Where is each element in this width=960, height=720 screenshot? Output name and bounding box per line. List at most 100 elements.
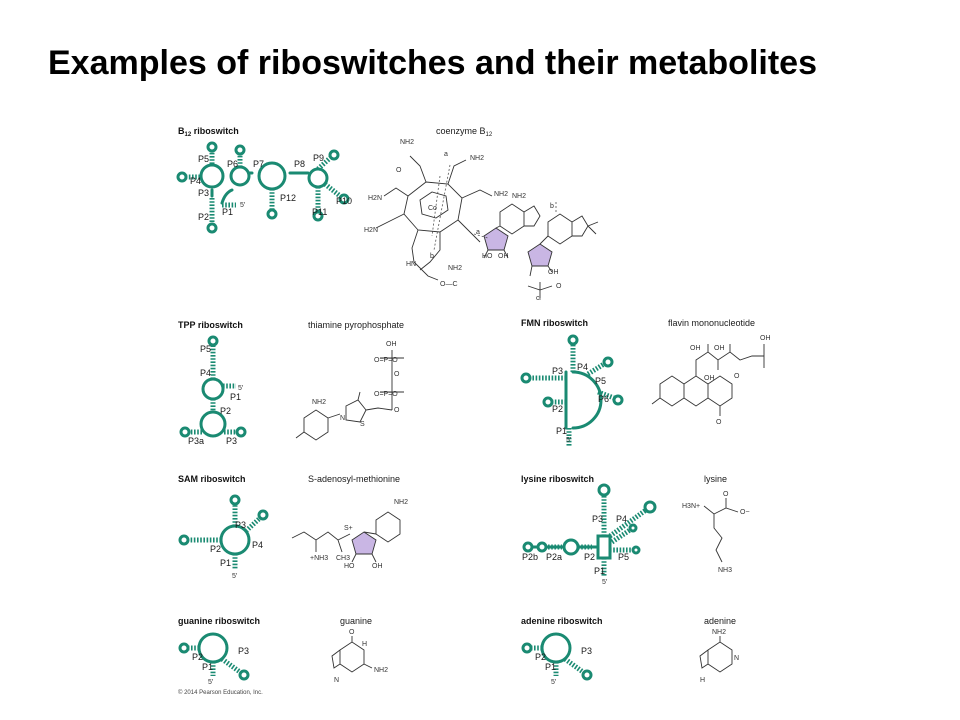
b12-stem-label: P2 (198, 212, 209, 222)
tpp-chem-label: O=P=O (374, 357, 398, 364)
adenine-heading: adenine riboswitch (521, 616, 603, 626)
sam-metabolite-name: S-adenosyl-methionine (308, 474, 400, 484)
b12-chem-label: a (476, 229, 480, 236)
b12-chemical-structure (375, 155, 599, 302)
tpp-chem-label: OH (386, 341, 397, 348)
tpp-chemical-structure (295, 350, 404, 441)
b12-chem-label: OH (548, 269, 559, 276)
adenine-chemical-structure (699, 636, 733, 673)
guanine-stem-label: P1 (202, 662, 213, 672)
sam-heading: SAM riboswitch (178, 474, 246, 484)
fmn-riboswitch-structure (520, 334, 624, 446)
tpp-stem-label: P1 (230, 392, 241, 402)
lysine-five-prime: 5′ (602, 579, 608, 586)
tpp-chem-label: O (394, 407, 400, 414)
b12-stem-label: P5 (198, 154, 209, 164)
b12-heading: B12 riboswitch (178, 126, 239, 138)
lysine-heading: lysine riboswitch (521, 474, 594, 484)
b12-stem-label: P3 (198, 188, 209, 198)
sam-five-prime: 5′ (232, 573, 238, 580)
tpp-panel: TPP riboswitch P5 P4 P1 P2 P3a P3 5′ thi… (178, 320, 404, 446)
fmn-stem-label: P5 (595, 376, 606, 386)
fmn-stem-label: P6 (598, 394, 609, 404)
b12-chem-label: Co (428, 205, 437, 212)
adenine-riboswitch-structure (521, 632, 593, 681)
tpp-stem-label: P3 (226, 436, 237, 446)
fmn-chem-label: O (734, 373, 740, 380)
copyright-notice: © 2014 Pearson Education, Inc. (178, 689, 263, 696)
lysine-stem-label: P1 (594, 566, 605, 576)
fmn-stem-label: P1 (556, 426, 567, 436)
b12-stem-label: P4 (190, 176, 201, 186)
lysine-panel: lysine riboswitch P3 P4 P2b (521, 474, 750, 586)
fmn-stem-label: P2 (552, 404, 563, 414)
fmn-chem-label: OH (760, 335, 771, 342)
tpp-stem-label: P5 (200, 344, 211, 354)
guanine-panel: guanine riboswitch P2 P3 P1 5′ guanine O… (178, 616, 388, 686)
tpp-chem-label: NH2 (312, 399, 326, 406)
fmn-chem-label: OH (714, 345, 725, 352)
b12-chem-label: NH2 (400, 139, 414, 146)
b12-chem-label: O (396, 167, 402, 174)
guanine-stem-label: P3 (238, 646, 249, 656)
tpp-metabolite-name: thiamine pyrophosphate (308, 320, 404, 330)
b12-chem-label: c (536, 295, 540, 302)
lysine-stem-label: P2 (584, 552, 595, 562)
lysine-stem-label: P2a (546, 552, 562, 562)
lysine-stem-label: P3 (592, 514, 603, 524)
sam-chemical-structure (291, 511, 401, 563)
b12-chem-label: b (430, 253, 434, 260)
b12-stem-label: P11 (312, 207, 327, 217)
tpp-stem-label: P3a (188, 436, 204, 446)
adenine-metabolite-name: adenine (704, 616, 736, 626)
b12-stem-label: P12 (280, 193, 296, 203)
b12-chem-label: a (444, 151, 448, 158)
b12-panel: B12 riboswitch (176, 126, 599, 302)
fmn-chemical-structure (651, 344, 765, 416)
b12-stem-label: P10 (336, 196, 352, 206)
tpp-stem-label: P2 (220, 406, 231, 416)
adenine-chem-label: H (700, 677, 705, 684)
b12-stem-label: P6 (227, 159, 238, 169)
adenine-chem-label: NH2 (712, 629, 726, 636)
sam-stem-label: P2 (210, 544, 221, 554)
guanine-stem-label: P2 (192, 652, 203, 662)
lysine-chem-label: NH3 (718, 567, 732, 574)
guanine-chem-label: NH2 (374, 667, 388, 674)
adenine-panel: adenine riboswitch P2 P3 P1 5′ adenine N… (521, 616, 739, 686)
tpp-chem-label: O=P=O (374, 391, 398, 398)
tpp-stem-label: P4 (200, 368, 211, 378)
lysine-chemical-structure (703, 498, 739, 563)
fmn-panel: FMN riboswitch P3 P4 P5 P6 P2 P1 (520, 318, 771, 446)
fmn-stem-label: P3 (552, 366, 563, 376)
sam-chem-label: +NH3 (310, 555, 328, 562)
fmn-chem-label: O (716, 419, 722, 426)
tpp-chem-label: S (360, 421, 365, 428)
adenine-five-prime: 5′ (551, 679, 557, 686)
tpp-five-prime: 5′ (238, 385, 244, 392)
lysine-chem-label: H3N+ (682, 503, 700, 510)
lysine-chem-label: O (723, 491, 729, 498)
fmn-metabolite-name: flavin mononucleotide (668, 318, 755, 328)
b12-stem-label: P9 (313, 153, 324, 163)
b12-chem-label: HO (482, 253, 493, 260)
b12-five-prime: 5′ (240, 202, 246, 209)
guanine-metabolite-name: guanine (340, 616, 372, 626)
guanine-riboswitch-structure (178, 632, 250, 681)
fmn-chem-label: OH (704, 375, 715, 382)
b12-chem-label: b (550, 203, 554, 210)
b12-chem-label: H2N (368, 195, 382, 202)
sam-chem-label: HO (344, 563, 355, 570)
lysine-chem-label: O− (740, 509, 750, 516)
sam-chem-label: NH2 (394, 499, 408, 506)
adenine-stem-label: P3 (581, 646, 592, 656)
sam-chem-label: OH (372, 563, 383, 570)
sam-panel: SAM riboswitch P3 P2 P4 P1 5′ S-adenosyl… (178, 474, 408, 580)
guanine-chem-label: N (334, 677, 339, 684)
sam-chem-label: CH3 (336, 555, 350, 562)
lysine-stem-label: P2b (522, 552, 538, 562)
sam-stem-label: P4 (252, 540, 263, 550)
b12-chem-label: HN (406, 261, 416, 268)
